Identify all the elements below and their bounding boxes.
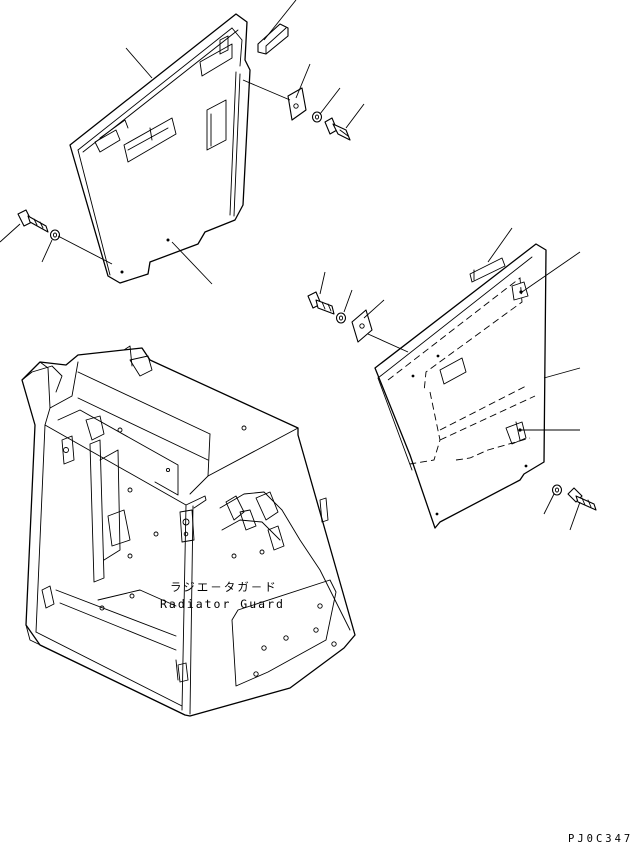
radiator-guard-label-jp: ラジエ－タガ－ド	[170, 580, 278, 594]
right-washer-lower	[551, 484, 563, 496]
right-bolt-lower	[567, 487, 597, 511]
left-washer	[49, 229, 61, 241]
radiator-guard-frame	[21, 345, 356, 717]
right-plate	[351, 309, 373, 343]
radiator-guard-label-en: Radiator Guard	[160, 597, 285, 611]
upper-bolt	[324, 117, 351, 141]
drawing-code: PJ0C347	[568, 833, 633, 845]
upper-washer	[311, 111, 323, 123]
upper-cover-panel	[69, 13, 251, 284]
right-cover-panel	[374, 243, 547, 529]
right-washer-upper	[335, 312, 347, 324]
left-bolt	[17, 209, 49, 233]
upper-plate	[287, 87, 307, 121]
upper-bracket	[257, 23, 289, 55]
right-bolt-upper	[307, 291, 335, 315]
leader-lines	[0, 0, 581, 531]
